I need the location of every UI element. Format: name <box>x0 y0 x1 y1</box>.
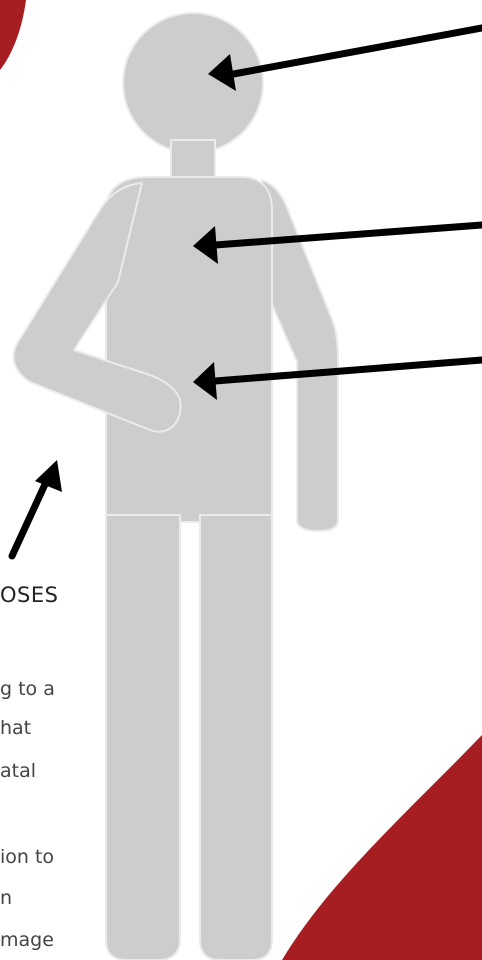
body-text-fragment-4: ion to <box>0 846 54 868</box>
bottom-right-red-wave <box>282 735 482 960</box>
silhouette-left-leg <box>106 515 180 960</box>
body-text-fragment-2: hat <box>0 717 31 739</box>
body-text-fragment-5: n <box>0 887 12 909</box>
top-left-red-corner <box>0 0 26 70</box>
body-text-fragment-1: g to a <box>0 678 55 700</box>
silhouette-right-leg <box>200 515 272 960</box>
silhouette-right-arm <box>262 180 338 531</box>
left-side-pointer-arrow <box>12 460 62 556</box>
silhouette-head <box>123 13 263 153</box>
body-text-fragment-6: mage <box>0 929 54 951</box>
body-text-fragment-3: atal <box>0 760 36 782</box>
human-silhouette <box>14 13 338 960</box>
section-heading-fragment: OSES <box>0 583 58 607</box>
